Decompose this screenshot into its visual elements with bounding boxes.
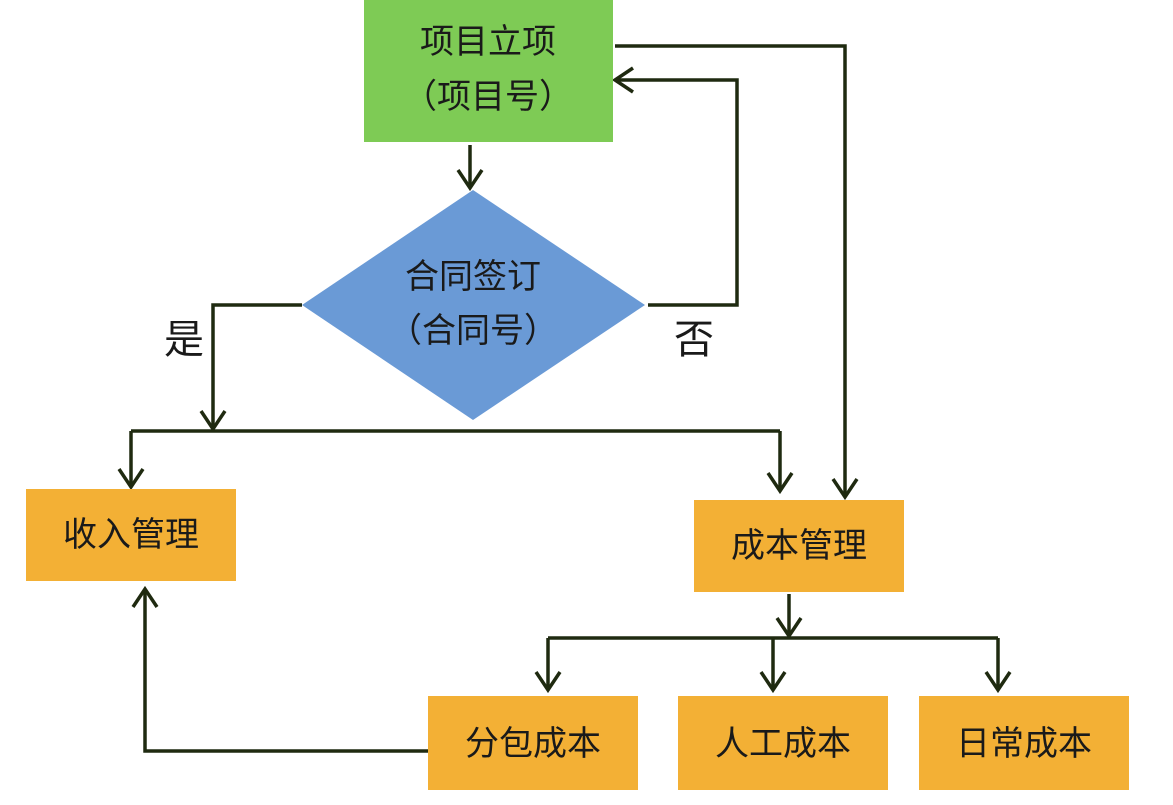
arrowhead-cost-down [775, 617, 803, 640]
arrowhead-no-back-to-setup [611, 66, 634, 94]
project-setup-title: 项目立项 [420, 22, 556, 62]
labor-cost-label: 人工成本 [715, 724, 851, 764]
arrowhead-split-to-income [117, 468, 145, 491]
yes-branch-label: 是 [164, 317, 204, 363]
connector-no-back-to-setup [615, 78, 739, 307]
arrowhead-to-labor [759, 671, 787, 694]
income-management-box [26, 489, 236, 581]
contract-signing-node: 合同签订 （合同号） [302, 190, 645, 420]
cost-management-label: 成本管理 [731, 526, 867, 566]
labor-cost-node: 人工成本 [678, 696, 888, 790]
income-management-label: 收入管理 [63, 515, 199, 555]
arrowhead-subcontract-to-income [131, 585, 159, 608]
contract-signing-diamond [302, 190, 645, 420]
project-setup-node: 项目立项 （项目号） [364, 0, 613, 142]
contract-signing-subtitle: （合同号） [388, 311, 558, 351]
labor-cost-box [678, 696, 888, 790]
arrowhead-to-subcontract [534, 671, 562, 694]
connector-setup-to-cost [615, 44, 847, 497]
contract-signing-title: 合同签订 [405, 257, 541, 297]
arrowhead-split-to-cost [766, 472, 794, 495]
arrowhead-setup-to-contract [456, 169, 484, 192]
daily-cost-box [919, 696, 1129, 790]
connectors [117, 44, 1012, 753]
arrowhead-setup-to-cost [831, 478, 859, 501]
income-management-node: 收入管理 [26, 489, 236, 581]
cost-management-node: 成本管理 [694, 500, 904, 592]
project-setup-subtitle: （项目号） [403, 77, 573, 117]
connector-yes-down [211, 303, 302, 429]
project-setup-box [364, 0, 613, 142]
subcontract-cost-label: 分包成本 [465, 724, 601, 764]
arrowhead-yes-down [199, 410, 227, 433]
connector-subcontract-to-income [143, 589, 428, 753]
arrowhead-to-daily [984, 671, 1012, 694]
cost-management-box [694, 500, 904, 592]
subcontract-cost-box [428, 696, 638, 790]
daily-cost-label: 日常成本 [956, 724, 1092, 764]
daily-cost-node: 日常成本 [919, 696, 1129, 790]
subcontract-cost-node: 分包成本 [428, 696, 638, 790]
no-branch-label: 否 [674, 317, 714, 363]
